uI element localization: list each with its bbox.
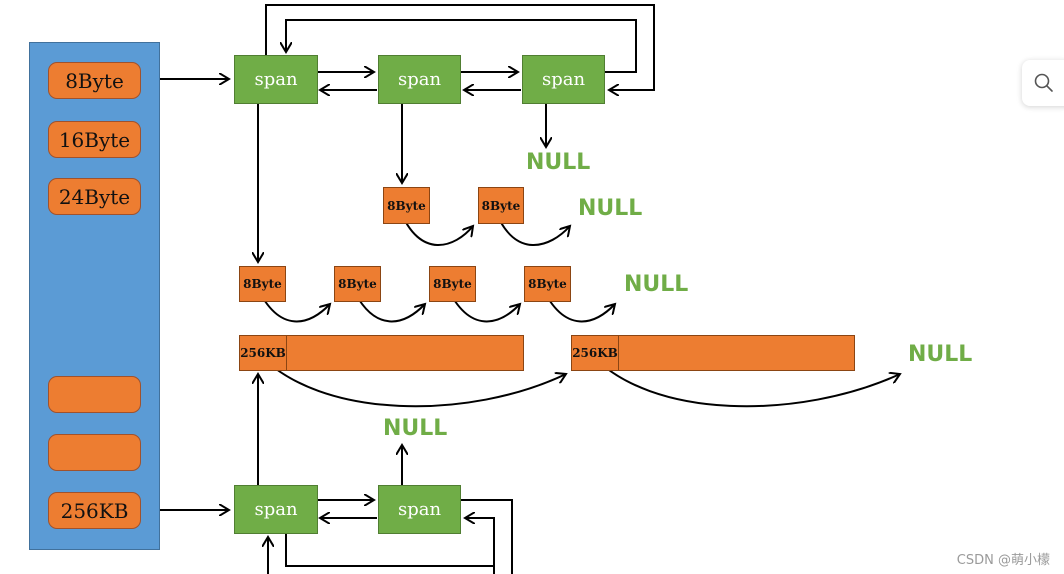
object-block: 8Byte	[429, 266, 476, 302]
search-button[interactable]	[1022, 60, 1064, 106]
span-top-2: span	[378, 55, 461, 104]
span-top-3: span	[522, 55, 605, 104]
null-label-list2: NULL	[624, 272, 689, 297]
null-label-list1: NULL	[578, 196, 643, 221]
bucket-16byte: 16Byte	[48, 121, 141, 158]
large-object-label: 256KB	[240, 336, 287, 370]
bucket-empty-1	[48, 376, 141, 413]
null-label-bottom: NULL	[383, 416, 448, 441]
span-top-1: span	[234, 55, 318, 104]
span-bottom-2: span	[378, 485, 461, 534]
large-object-block: 256KB	[239, 335, 524, 371]
bucket-8byte: 8Byte	[48, 62, 141, 99]
bucket-24byte: 24Byte	[48, 178, 141, 215]
span-bottom-1: span	[234, 485, 318, 534]
large-object-block: 256KB	[571, 335, 855, 371]
search-icon	[1034, 73, 1053, 92]
watermark: CSDN @萌小檬	[956, 553, 1050, 568]
object-block: 8Byte	[239, 266, 286, 302]
null-label-large: NULL	[908, 342, 973, 367]
large-object-label: 256KB	[572, 336, 619, 370]
object-block: 8Byte	[383, 187, 430, 224]
bucket-empty-2	[48, 434, 141, 471]
bucket-256kb: 256KB	[48, 492, 141, 529]
size-class-sidebar	[29, 42, 160, 550]
null-label-span3: NULL	[526, 150, 591, 175]
object-block: 8Byte	[334, 266, 381, 302]
object-block: 8Byte	[524, 266, 571, 302]
object-block: 8Byte	[478, 187, 524, 224]
